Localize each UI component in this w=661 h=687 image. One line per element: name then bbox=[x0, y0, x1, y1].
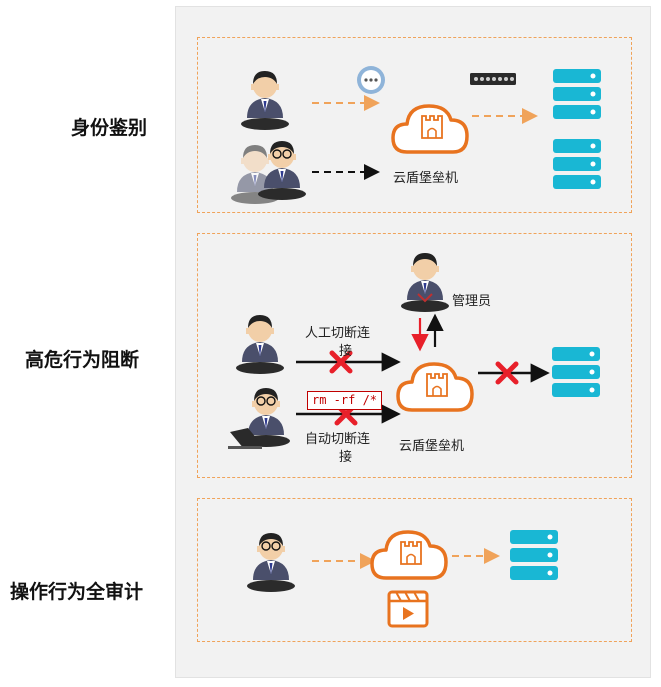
admin-label: 管理员 bbox=[452, 294, 492, 309]
admin-icon bbox=[401, 253, 449, 312]
row-label-identity: 身份鉴别 bbox=[71, 117, 148, 139]
laptop-user-icon bbox=[228, 388, 290, 449]
section-block bbox=[197, 233, 632, 478]
password-field-icon bbox=[470, 73, 516, 85]
user-icon bbox=[236, 315, 284, 374]
manual-cut-label-line1: 人工切断连 bbox=[305, 326, 371, 341]
server-stack-icon bbox=[553, 139, 601, 189]
chat-bubble-icon bbox=[357, 66, 385, 94]
server-stack-icon bbox=[552, 347, 600, 397]
server-stack-icon bbox=[510, 530, 558, 580]
user-icon bbox=[231, 141, 306, 204]
user-icon bbox=[241, 71, 289, 130]
section-identity bbox=[197, 37, 632, 213]
auto-cut-label-line2: 接 bbox=[339, 450, 353, 465]
section-audit bbox=[197, 498, 632, 642]
command-box: rm -rf /* bbox=[307, 391, 383, 410]
bastion-label-1: 云盾堡垒机 bbox=[393, 171, 459, 186]
bastion-label-2: 云盾堡垒机 bbox=[399, 439, 465, 454]
row-label-block: 高危行为阻断 bbox=[25, 349, 140, 371]
cloud-bastion-icon bbox=[396, 362, 474, 412]
auto-cut-label-line1: 自动切断连 bbox=[305, 432, 371, 447]
row-label-audit: 操作行为全审计 bbox=[10, 581, 144, 603]
user-icon bbox=[247, 533, 295, 592]
manual-cut-label-line2: 接 bbox=[339, 344, 353, 359]
server-stack-icon bbox=[553, 69, 601, 119]
cloud-bastion-icon bbox=[370, 530, 448, 580]
cloud-bastion-icon bbox=[391, 104, 469, 154]
video-record-icon bbox=[387, 590, 429, 628]
